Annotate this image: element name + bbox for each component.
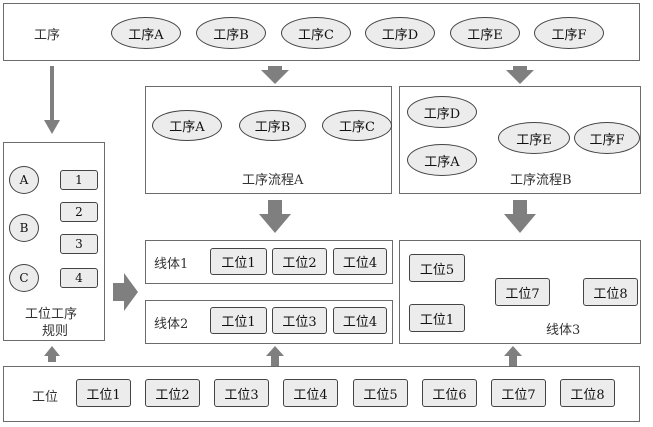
line2-station-4: 工位4 (333, 307, 387, 334)
arrow-bottom-line3 (504, 346, 522, 356)
line1-station-2: 工位2 (272, 248, 327, 275)
flow-b-node-e: 工序E (498, 122, 570, 154)
rule-circle-a: A (9, 166, 39, 194)
flow-a-node-c: 工序C (322, 110, 392, 141)
process-e: 工序E (450, 17, 520, 49)
rule-box-1: 1 (60, 170, 98, 190)
flow-a-node-b: 工序B (239, 110, 306, 141)
flow-b-node-a: 工序A (407, 144, 477, 176)
arrow-flowa-lines (259, 200, 291, 233)
rules-label-line2: 规则 (42, 324, 69, 339)
process-d: 工序D (365, 17, 435, 49)
arrow-rules-lines (113, 273, 138, 311)
line1-label: 线体1 (154, 257, 189, 272)
process-c: 工序C (281, 17, 351, 49)
line3-station-1: 工位1 (409, 304, 465, 332)
station-2: 工位2 (145, 379, 200, 407)
arrow-bottom-rules (44, 346, 60, 356)
rule-circle-c: C (9, 264, 39, 292)
line1-station-4: 工位4 (333, 248, 387, 275)
rule-box-4: 4 (60, 268, 98, 288)
process-b: 工序B (196, 17, 266, 49)
process-panel-label: 工序 (34, 28, 61, 43)
arrow-top-flowa (261, 66, 289, 84)
station-7: 工位7 (491, 379, 546, 407)
station-5: 工位5 (353, 379, 408, 407)
arrow-bottom-lines (266, 346, 284, 356)
station-6: 工位6 (422, 379, 477, 407)
line2-station-3: 工位3 (272, 307, 327, 334)
line1-station-1: 工位1 (210, 248, 267, 275)
station-8: 工位8 (560, 379, 615, 407)
flow-b-node-d: 工序D (407, 96, 477, 128)
rule-box-2: 2 (60, 202, 98, 222)
flow-b-label: 工序流程B (510, 173, 572, 188)
flow-a-node-a: 工序A (152, 110, 222, 141)
flow-a-label: 工序流程A (242, 173, 304, 188)
line3-station-5: 工位5 (409, 254, 465, 282)
rule-circle-b: B (9, 214, 39, 242)
line3-label: 线体3 (546, 323, 581, 338)
arrow-flowb-line3 (504, 200, 536, 233)
line2-panel: 线体2 (145, 300, 393, 344)
rules-label-line1: 工位工序 (25, 307, 78, 322)
line2-station-1: 工位1 (210, 307, 267, 334)
line3-station-7: 工位7 (495, 278, 550, 306)
station-1: 工位1 (76, 379, 131, 407)
arrow-left-head (44, 120, 60, 134)
process-a: 工序A (111, 17, 181, 49)
station-panel-label: 工位 (32, 390, 59, 405)
station-3: 工位3 (214, 379, 269, 407)
flow-b-node-f: 工序F (574, 122, 640, 154)
process-f: 工序F (534, 17, 604, 49)
line2-label: 线体2 (154, 317, 189, 332)
rule-box-3: 3 (60, 234, 98, 254)
arrow-top-flowb (506, 66, 534, 84)
arrow-left-shaft (50, 66, 54, 122)
station-4: 工位4 (283, 379, 338, 407)
line3-station-8: 工位8 (583, 278, 638, 306)
